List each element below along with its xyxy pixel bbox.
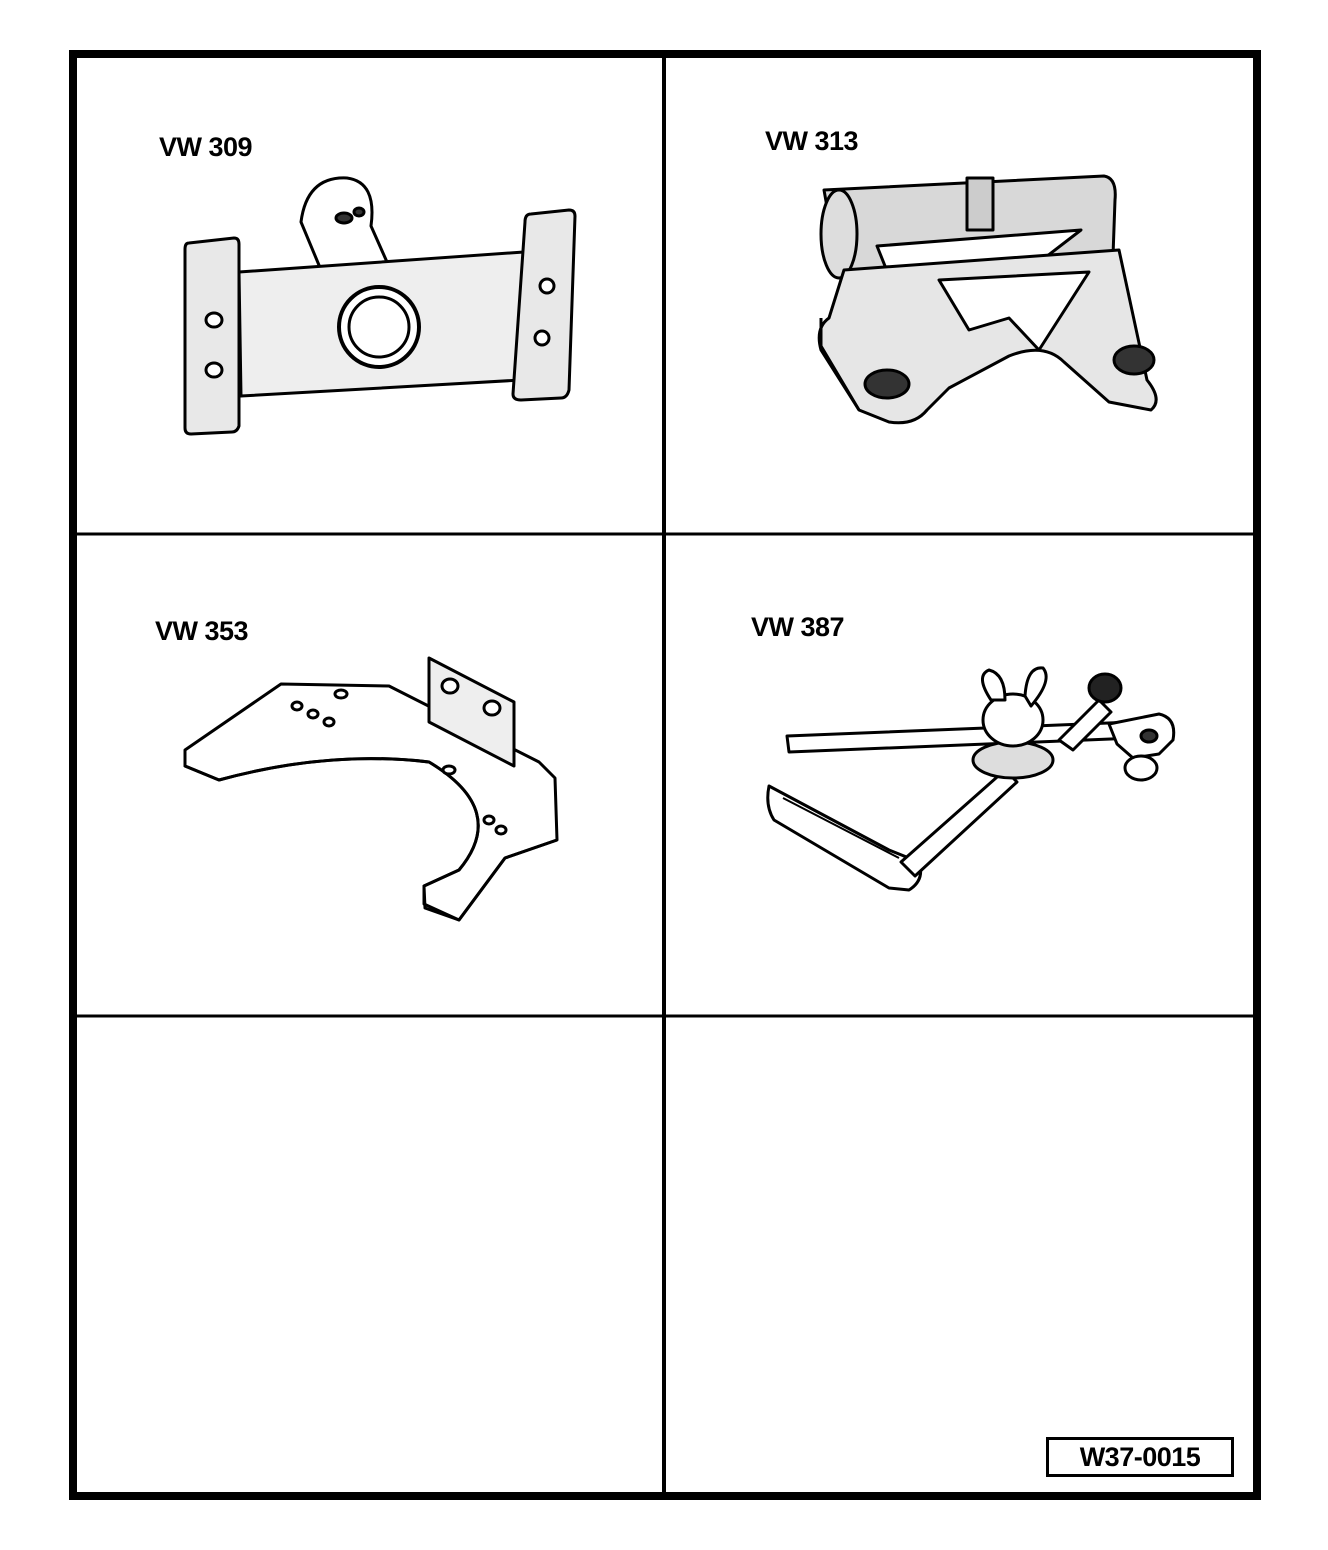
tool-label-vw353: VW 353 xyxy=(155,616,249,646)
sheet-grid xyxy=(69,50,1261,1500)
vw309-illustration xyxy=(183,176,577,436)
vw313-illustration xyxy=(817,174,1158,425)
tool-label-vw313: VW 313 xyxy=(765,126,859,156)
tool-label-vw309: VW 309 xyxy=(159,132,253,162)
vw353-illustration xyxy=(183,656,559,922)
vw387-illustration xyxy=(766,666,1176,892)
tool-sheet: VW 309 VW 313 VW 353 VW 387 W37-0015 xyxy=(69,50,1261,1500)
reference-number: W37-0015 xyxy=(1046,1437,1234,1477)
tool-label-vw387: VW 387 xyxy=(751,612,845,642)
